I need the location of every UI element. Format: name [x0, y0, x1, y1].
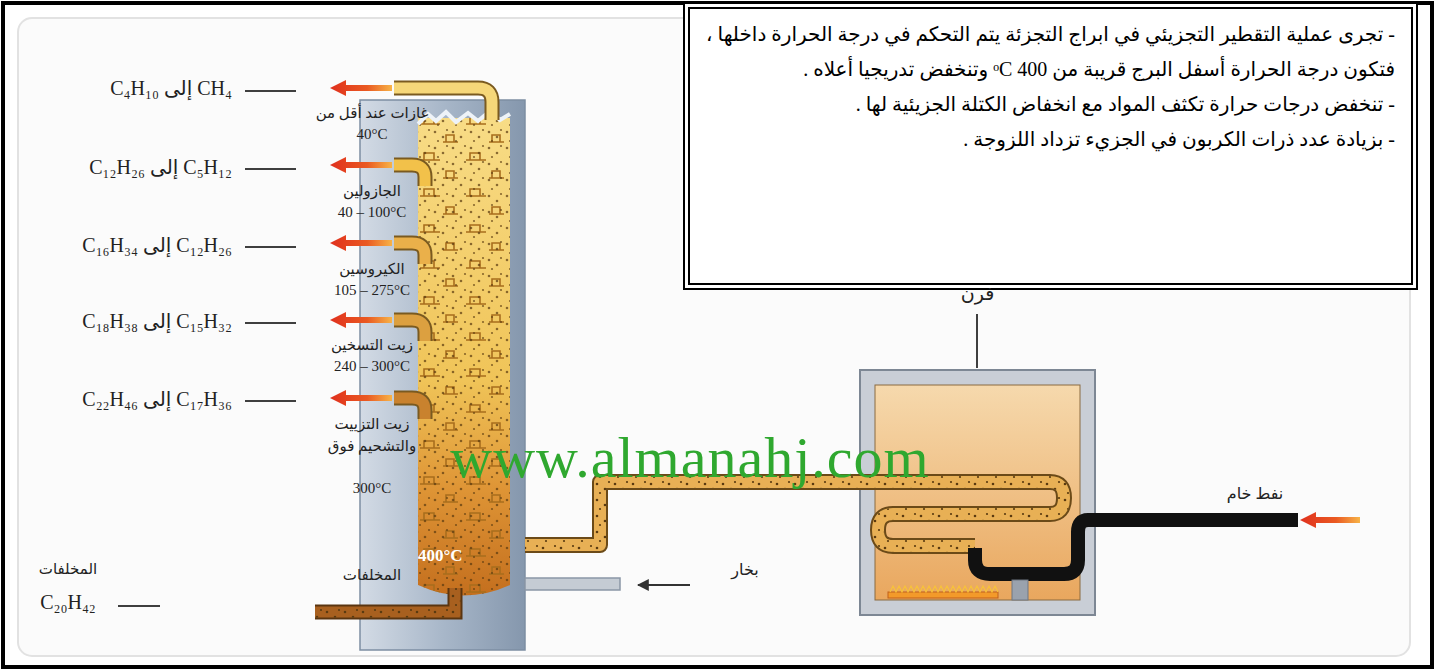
heating-coil: [860, 482, 1064, 546]
fraction-pipes: [315, 88, 492, 612]
steam-label: بخار: [731, 560, 758, 579]
arrow: [330, 390, 392, 406]
formula: C₁₅H₃₂ إلى C₁₈H₃₈: [82, 309, 232, 333]
pipe-connector-group: [525, 482, 860, 545]
coil-dots: [860, 482, 1064, 546]
fraction-name: الجازولين: [343, 182, 401, 200]
burner: [888, 592, 998, 598]
residue-label: المخلفات: [343, 566, 401, 584]
furnace-support: [1012, 580, 1028, 600]
formula: C₁₂H₂₆ إلى C₁₆H₃₄: [82, 233, 232, 257]
kerosene-pipe: [394, 243, 425, 264]
fraction-name: زيت التزييت والتشحيم فوق: [318, 414, 426, 458]
fraction-name: الكيروسين: [339, 260, 405, 278]
tower-oil: [418, 118, 510, 596]
formula: C₂₀H₄₂: [40, 591, 96, 614]
fraction-name: زيت التسخين: [331, 336, 413, 354]
dash: [245, 322, 296, 324]
note-text: - تنخفض درجات حرارة تكثف المواد مع انخفا…: [706, 87, 1395, 122]
arrow: [330, 157, 392, 173]
dash: [245, 90, 296, 92]
fraction-name: غازات عند أقل من: [316, 104, 429, 122]
residue-dots: [315, 588, 455, 612]
residue-label: المخلفات: [39, 560, 97, 578]
note-box: - تجرى عملية التقطير التجزيئي في ابراج ا…: [683, 2, 1418, 290]
pipe-outline: [394, 243, 425, 264]
page-frame: [3, 3, 1432, 667]
tower-trays: [418, 118, 510, 596]
temperature: 105 – 275°C: [334, 282, 410, 299]
temperature: 40°C: [356, 126, 387, 143]
note-text: - بزيادة عدد ذرات الكربون في الجزيء تزدا…: [706, 122, 1395, 157]
arrow: [330, 235, 392, 251]
residue-pipe: [315, 588, 455, 612]
dash: [245, 168, 296, 170]
flames: [890, 586, 998, 592]
tower-bubbles: [418, 118, 510, 596]
formula: C₁₇H₃₆ إلى C₂₂H₄₆: [82, 387, 232, 411]
pipe-outline: [525, 482, 860, 545]
temperature: 300°C: [353, 480, 392, 497]
dash: [245, 400, 296, 402]
pipe-outline: [394, 165, 425, 186]
node-text: 400°C: [418, 546, 463, 566]
temperature: 240 – 300°C: [334, 358, 410, 375]
temperature: 40 – 100°C: [338, 204, 407, 221]
feed-pipe: [525, 482, 860, 545]
crude-oil-pipe: [975, 520, 1298, 574]
coil-outline: [860, 482, 1064, 546]
steam-pipe: [525, 578, 620, 590]
formula: CH₄ إلى C₄H₁₀: [110, 76, 232, 100]
leader-line: [976, 314, 978, 368]
arrow: [330, 312, 392, 328]
crude-oil-label: نفط خام: [1227, 484, 1283, 503]
pipe-dots: [525, 482, 860, 545]
watermark: www.almanahj.com: [450, 424, 929, 491]
dash: [118, 605, 160, 607]
pipe-outline: [394, 398, 425, 419]
lube-oil-pipe: [394, 398, 425, 419]
steam-arrow: [638, 584, 690, 586]
formula: C₅H₁₂ إلى C₁₂H₂₆: [89, 155, 232, 179]
arrow: [1300, 512, 1360, 528]
node-text: فرن: [860, 282, 1095, 307]
dash: [245, 246, 296, 248]
note-text: - تجرى عملية التقطير التجزيئي في ابراج ا…: [706, 17, 1395, 87]
arrow: [330, 80, 392, 96]
gasoline-pipe: [394, 165, 425, 186]
pipe-outline: [315, 588, 455, 612]
